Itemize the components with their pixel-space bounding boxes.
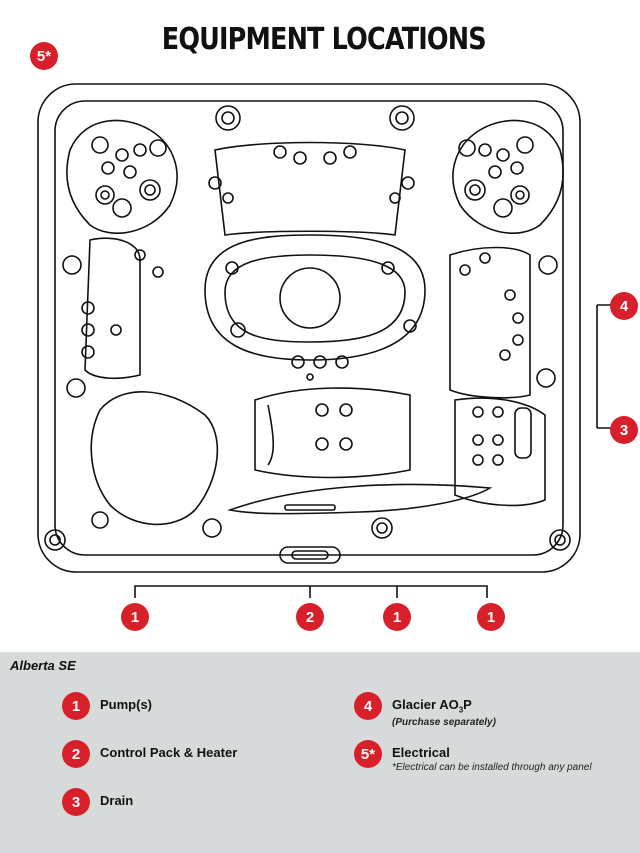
legend-item-control-pack: 2 Control Pack & Heater <box>62 740 237 768</box>
page-title: EQUIPMENT LOCATIONS <box>161 22 487 57</box>
legend-label: Pump(s) <box>100 697 152 712</box>
drain-circle <box>279 267 341 329</box>
legend-label: Drain <box>100 793 134 808</box>
marker-drain: 3 <box>610 416 638 444</box>
legend-note: *Electrical can be installed through any… <box>392 762 592 773</box>
marker-glacier: 4 <box>610 292 638 320</box>
legend-item-glacier: 4 Glacier AO3P (Purchase separately) <box>354 692 496 728</box>
legend-label: Glacier AO3P <box>392 697 472 715</box>
legend-label: Electrical <box>392 745 450 760</box>
marker-control-pack: 2 <box>296 603 324 631</box>
legend-panel: Alberta SE 1 Pump(s) 2 Control Pack & He… <box>0 652 640 853</box>
legend-item-electrical: 5* Electrical *Electrical can be install… <box>354 740 592 773</box>
seat-right <box>449 246 531 399</box>
marker-electrical: 5* <box>30 42 58 70</box>
legend-note: (Purchase separately) <box>392 716 496 728</box>
seat-front-bench <box>254 387 411 479</box>
seat-left <box>84 237 141 380</box>
marker-pump: 1 <box>477 603 505 631</box>
tub-handle <box>279 546 341 564</box>
tub-outer-shell <box>37 83 581 573</box>
seat-top-right <box>452 119 564 234</box>
model-name: Alberta SE <box>10 658 76 673</box>
legend-item-pump: 1 Pump(s) <box>62 692 152 720</box>
legend-badge: 3 <box>62 788 90 816</box>
hot-tub-diagram <box>37 83 612 598</box>
legend-badge: 2 <box>62 740 90 768</box>
headrest-bottom-left <box>90 391 219 526</box>
step-curve <box>227 483 493 515</box>
legend-label: Control Pack & Heater <box>100 745 238 760</box>
bracket-bottom <box>134 585 488 598</box>
legend-item-drain: 3 Drain <box>62 788 133 816</box>
marker-pump: 1 <box>121 603 149 631</box>
seat-top-left <box>66 119 178 234</box>
tub-inner-rim <box>54 100 564 556</box>
legend-badge: 5* <box>354 740 382 768</box>
bracket-right <box>596 304 612 429</box>
footwell <box>204 234 426 361</box>
seat-top-center <box>214 141 406 236</box>
marker-pump: 1 <box>383 603 411 631</box>
legend-badge: 4 <box>354 692 382 720</box>
seat-bottom-right <box>454 397 546 507</box>
legend-badge: 1 <box>62 692 90 720</box>
